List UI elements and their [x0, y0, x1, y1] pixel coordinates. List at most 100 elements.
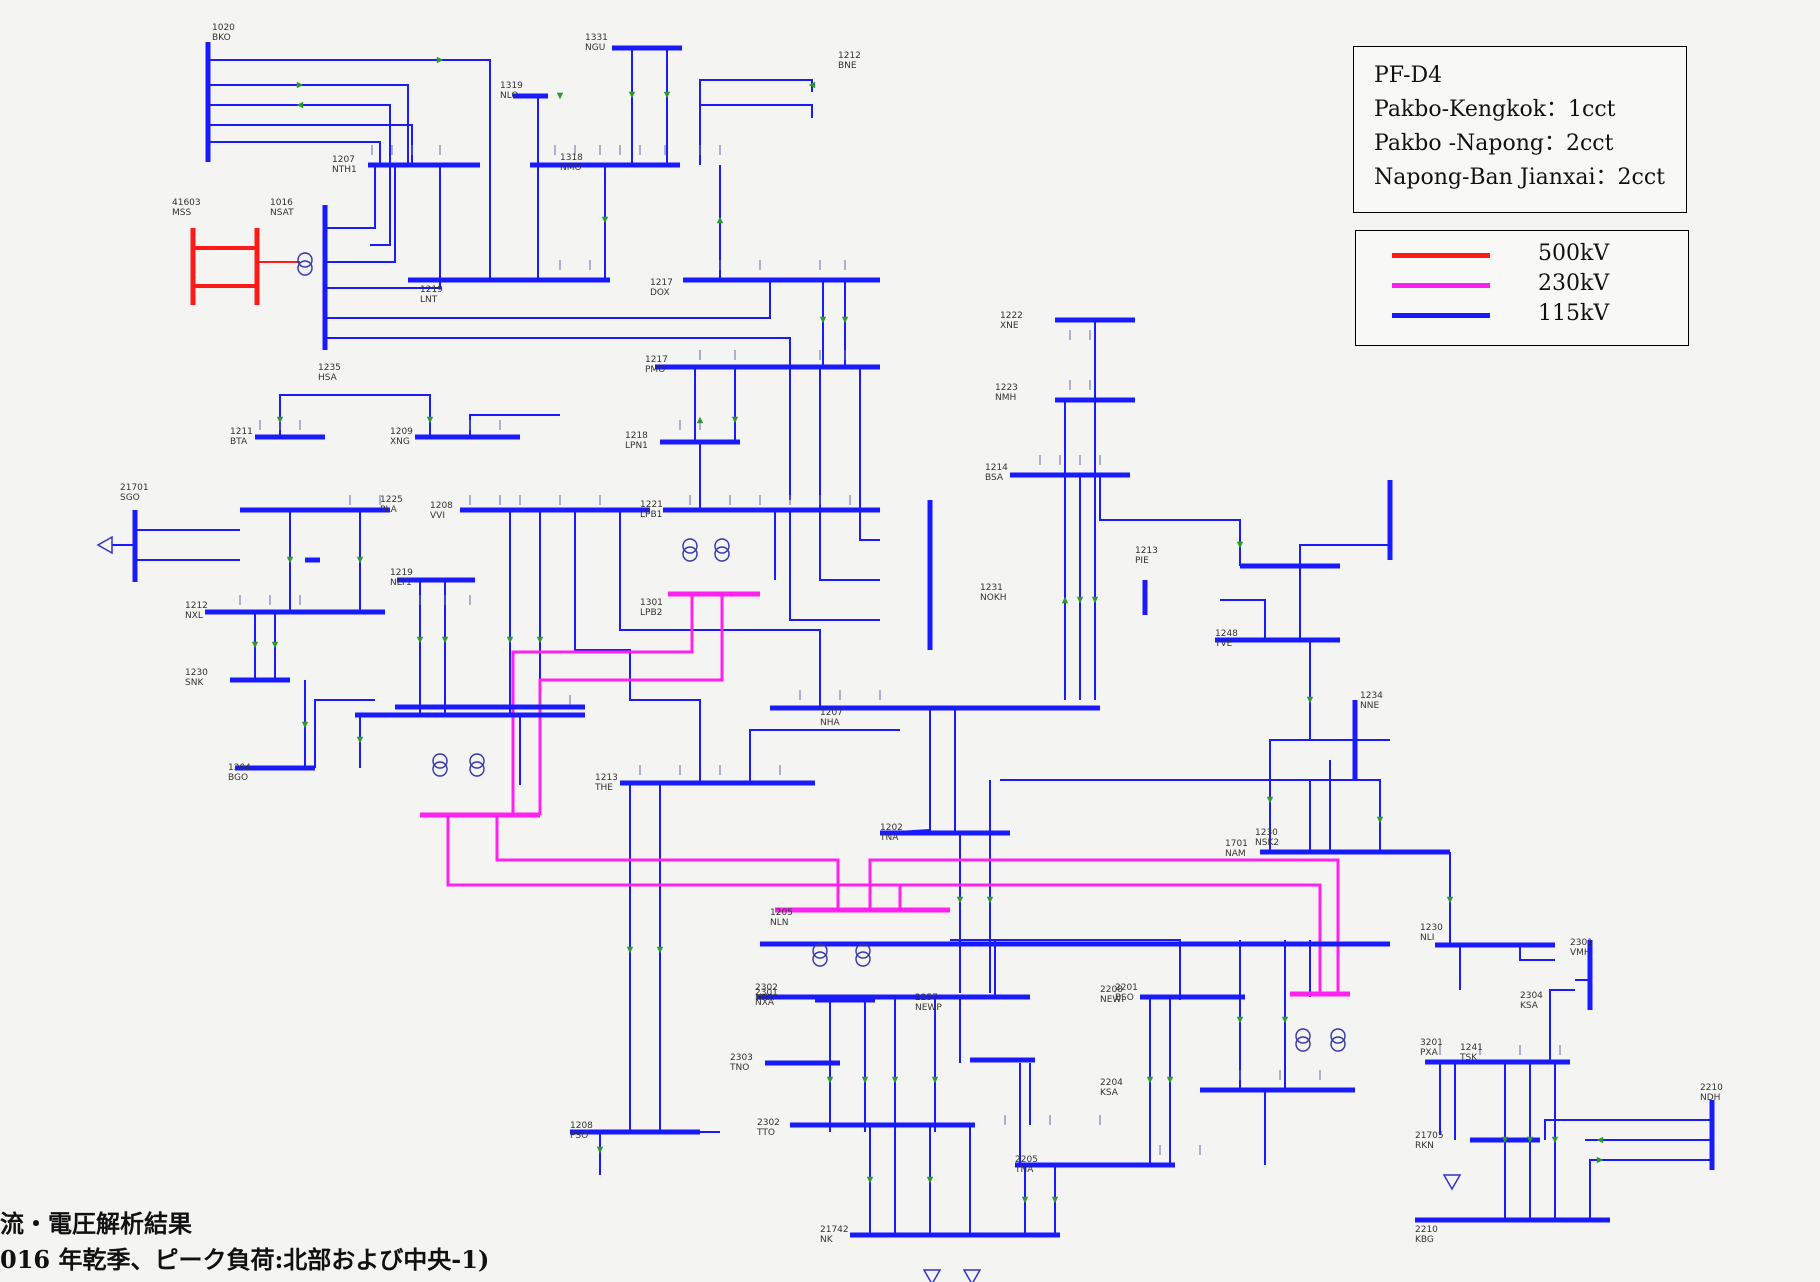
- bus-label: TNO: [729, 1063, 749, 1073]
- bus-label: 1016: [270, 198, 293, 208]
- flow-arrow: [1266, 796, 1274, 804]
- bus-label: PIE: [1135, 556, 1149, 566]
- bus-label: 1214: [985, 463, 1008, 473]
- flow-arrow: [628, 91, 636, 99]
- transformer-winding: [469, 753, 485, 769]
- line-230kv: [511, 594, 694, 815]
- bus-label: 2301: [1570, 938, 1593, 948]
- flow-arrow: [271, 641, 279, 649]
- line-115kv: [1099, 475, 1241, 566]
- bus-label: 1222: [1000, 311, 1023, 321]
- bus-label: 1217: [645, 355, 668, 365]
- line-115kv: [208, 141, 381, 165]
- bus-label: LPB1: [640, 510, 662, 520]
- line-115kv: [950, 939, 1181, 1000]
- bus-label: NGU: [585, 43, 605, 53]
- bus-label: 1202: [880, 823, 903, 833]
- bus-label: 1235: [318, 363, 341, 373]
- bus-label: KSA: [1520, 1001, 1539, 1011]
- flow-arrow: [426, 416, 434, 424]
- case-line-3: Napong-Ban Jianxai：2cct: [1374, 165, 1666, 190]
- bus-label: NLT1: [390, 578, 412, 588]
- flow-arrow: [441, 636, 449, 644]
- bus-label: 1212: [838, 51, 861, 61]
- line-230kv: [898, 883, 1300, 910]
- legend-swatch-500kv: [1392, 253, 1490, 258]
- line-115kv: [1589, 1159, 1712, 1220]
- bus-label: 1205: [770, 908, 793, 918]
- load-icon: [96, 535, 113, 555]
- line-115kv: [619, 510, 821, 708]
- line-115kv: [1000, 779, 1381, 852]
- bus-label: NK: [820, 1235, 834, 1245]
- bus-label: BSA: [985, 473, 1004, 483]
- flow-arrow: [731, 416, 739, 424]
- legend-label-230kv: 230kV: [1538, 271, 1610, 296]
- flow-arrow: [1236, 541, 1244, 549]
- bus-label: RKN: [1415, 1141, 1434, 1151]
- legend-item-115kv: 115kV: [1392, 301, 1682, 329]
- load-icon: [922, 1269, 942, 1282]
- flow-arrow: [1091, 596, 1099, 604]
- bus-label: 21701: [120, 483, 149, 493]
- bus-label: 2257: [915, 993, 938, 1003]
- bus-label: NAM: [1225, 849, 1246, 859]
- transformer-winding: [297, 252, 313, 268]
- bus-label: 1301: [640, 598, 663, 608]
- flow-arrow: [1446, 896, 1454, 904]
- flow-arrow: [826, 1076, 834, 1084]
- transformer-icon: [855, 943, 871, 967]
- transformer-winding: [855, 951, 871, 967]
- bus-label: 1319: [500, 81, 523, 91]
- bus-label: MSS: [172, 208, 191, 218]
- flow-arrow: [1021, 1196, 1029, 1204]
- voltage-legend: 500kV 230kV 115kV: [1355, 230, 1689, 346]
- case-line-2: Pakbo -Napong：2cct: [1374, 131, 1614, 156]
- line-115kv: [574, 510, 701, 783]
- bus-label: NEWP: [915, 1003, 942, 1013]
- flow-arrow: [596, 1146, 604, 1154]
- line-115kv: [325, 280, 771, 319]
- line-115kv: [208, 124, 413, 165]
- bus-label: 2205: [1015, 1155, 1038, 1165]
- bus-label: XNG: [390, 437, 410, 447]
- flow-arrow: [536, 636, 544, 644]
- bus-label: NXA: [755, 998, 775, 1008]
- bus-label: 2204: [1100, 1078, 1123, 1088]
- line-230kv: [495, 815, 840, 910]
- flow-arrow: [861, 1076, 869, 1084]
- bus-label: NHA: [820, 718, 841, 728]
- bus-label: BKO: [212, 33, 231, 43]
- bus-label: NXA: [755, 993, 775, 1003]
- bus-label: LNT: [420, 295, 438, 305]
- bus-label: LPN1: [625, 441, 648, 451]
- flow-arrow: [1281, 1016, 1289, 1024]
- bus-label: 2302: [755, 983, 778, 993]
- legend-swatch-230kv: [1392, 283, 1490, 288]
- figure-caption: 流・電圧解析結果 016 年乾季、ピーク負荷:北部および中央-1): [0, 1206, 489, 1278]
- bus-label: TSK: [1459, 1053, 1478, 1063]
- flow-arrow: [656, 946, 664, 954]
- flow-arrow: [819, 316, 827, 324]
- flow-arrow: [1501, 1136, 1509, 1144]
- bus-label: SNK: [185, 678, 204, 688]
- line-115kv: [279, 394, 431, 437]
- line-115kv: [1220, 599, 1266, 640]
- transformer-icon: [812, 943, 828, 967]
- bus-label: 1207: [332, 155, 355, 165]
- flow-arrow: [1166, 1076, 1174, 1084]
- flow-arrow: [356, 736, 364, 744]
- flow-arrow: [956, 896, 964, 904]
- bus-label: 1020: [212, 23, 235, 33]
- bus-label: NMH: [995, 393, 1016, 403]
- flow-arrow: [1376, 816, 1384, 824]
- flow-arrow: [841, 316, 849, 324]
- bus-label: PMO: [645, 365, 665, 375]
- transformer-icon: [432, 753, 448, 777]
- bus-label: NSAT: [270, 208, 294, 218]
- bus-label: 1213: [595, 773, 618, 783]
- 500kv-lines: [193, 246, 300, 288]
- case-id: PF-D4: [1374, 63, 1443, 88]
- flow-arrow: [506, 636, 514, 644]
